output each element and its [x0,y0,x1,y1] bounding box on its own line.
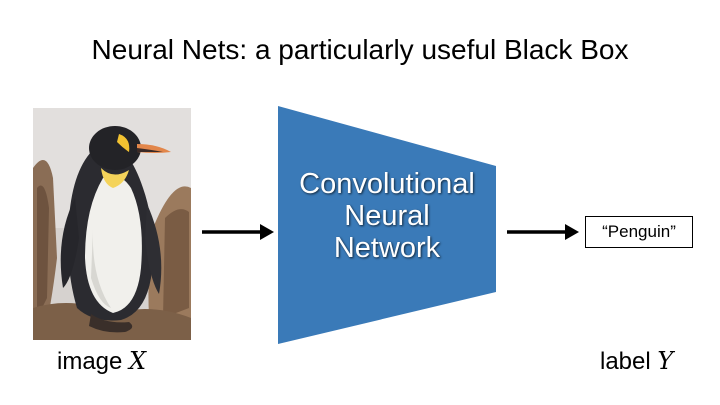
input-variable: X [129,347,147,375]
penguin-feet [89,314,133,333]
input-caption-prefix: image [57,348,130,375]
cnn-block [278,106,496,344]
arrow-head [565,224,579,240]
input-caption: image X [57,346,146,377]
penguin-flipper-right [145,204,162,294]
rock-bottom [33,303,191,340]
penguin-belly [85,175,142,313]
output-caption-prefix: label [600,348,658,375]
cnn-label-line-2: Neural [344,200,430,232]
output-label-box: “Penguin” [585,216,693,248]
cnn-label: Convolutional Neural Network [276,168,498,264]
penguin-ear-patch [117,134,130,152]
penguin-belly-shade [91,228,111,308]
output-caption: label Y [600,346,673,377]
cnn-label-line-1: Convolutional [299,168,475,200]
penguin-neck-patch [101,168,129,188]
penguin-image [33,108,191,340]
cnn-trapezoid [278,106,496,344]
rock-right-shade [163,209,189,318]
arrow-to-output [507,224,579,240]
rock-left-shade [37,185,49,318]
cnn-label-line-3: Network [333,232,441,264]
penguin-flipper-left [60,198,79,288]
arrow-head [260,224,274,240]
arrow-to-network [202,224,274,240]
output-variable: Y [657,347,674,375]
penguin-beak-dark [137,148,163,152]
slide-title: Neural Nets: a particularly useful Black… [91,34,629,65]
penguin-head [89,126,141,170]
